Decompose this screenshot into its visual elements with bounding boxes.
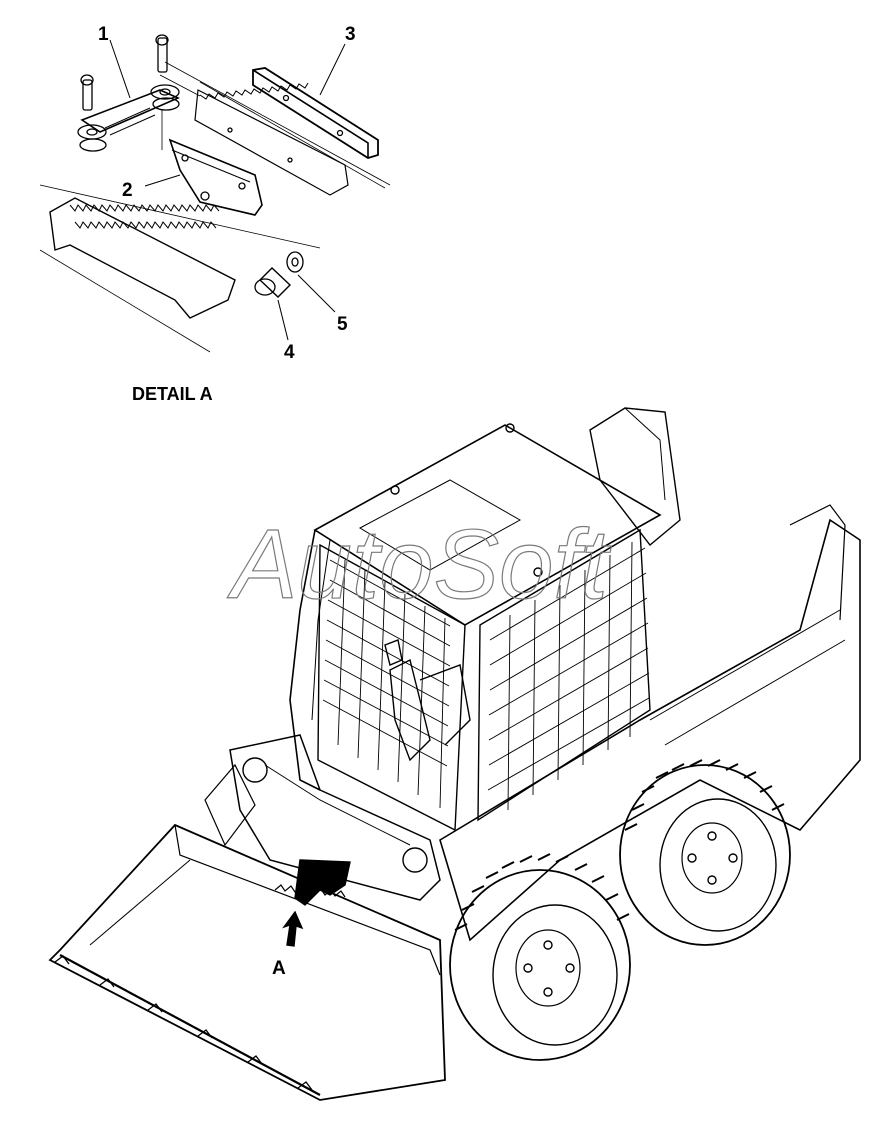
watermark-text: AutoSoft xyxy=(227,509,612,619)
bucket-teeth xyxy=(54,955,313,1091)
leader-line xyxy=(144,174,181,187)
arrow-up-icon xyxy=(282,910,304,947)
chain-assembly xyxy=(77,34,180,152)
cab-roof xyxy=(313,424,662,626)
reference-line xyxy=(199,81,386,189)
mounting-bracket-part xyxy=(168,138,263,216)
side-lift-arm xyxy=(789,504,846,621)
cutting-edge-part xyxy=(49,197,236,319)
skid-steer-view xyxy=(48,407,861,1101)
callout-3: 3 xyxy=(345,24,356,45)
bolt-part xyxy=(254,267,292,298)
detail-a-title: DETAIL A xyxy=(132,384,213,404)
front-screen-mesh xyxy=(317,543,466,832)
leader-line xyxy=(277,299,289,341)
toothed-strip xyxy=(194,82,349,196)
spacer-bar-part xyxy=(252,67,379,159)
callout-1: 1 xyxy=(98,24,109,45)
leader-line xyxy=(319,43,346,96)
callout-4: 4 xyxy=(284,342,295,363)
operator-seat xyxy=(384,639,471,762)
reference-line xyxy=(164,61,391,186)
left-lift-arm xyxy=(204,763,256,847)
highlighted-part xyxy=(294,859,351,906)
callout-a: A xyxy=(272,958,286,979)
detail-a-view xyxy=(39,34,391,353)
reference-line xyxy=(39,249,211,353)
reference-line xyxy=(39,184,321,249)
bucket xyxy=(48,823,446,1101)
washer-part xyxy=(286,251,304,273)
callout-2: 2 xyxy=(122,180,133,201)
callout-5: 5 xyxy=(337,314,348,335)
front-frame xyxy=(229,734,441,901)
front-wheel xyxy=(449,853,631,1061)
side-screen-mesh xyxy=(477,528,651,822)
leader-line xyxy=(109,39,131,99)
loader-side-body xyxy=(439,518,861,942)
leader-line xyxy=(297,274,336,313)
rear-wheel xyxy=(619,759,791,946)
reference-line xyxy=(159,74,201,97)
cab-front-post xyxy=(289,529,321,791)
